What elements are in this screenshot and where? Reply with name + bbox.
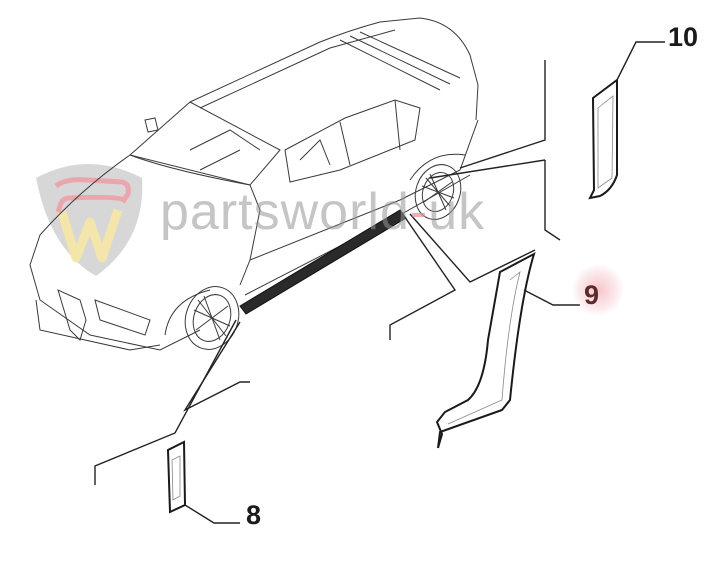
callout-9-highlight — [572, 264, 624, 316]
callout-8[interactable]: 8 — [246, 500, 262, 530]
part-9-pillar-panel — [435, 251, 580, 449]
watermark-dash: - — [409, 183, 429, 241]
car-illustration — [29, 17, 479, 351]
watermark-brand-text: partsworld-uk — [160, 186, 485, 238]
watermark-suffix: uk — [428, 183, 486, 241]
partsworld-logo-shield-icon — [36, 164, 143, 276]
callout-10[interactable]: 10 — [668, 22, 699, 52]
callout-9[interactable]: 9 — [584, 280, 600, 310]
watermark-prefix: partsworld — [160, 183, 410, 241]
part-8-trim-piece — [166, 440, 240, 524]
part-10-trim-piece — [588, 41, 665, 200]
leader-lines — [94, 60, 561, 485]
